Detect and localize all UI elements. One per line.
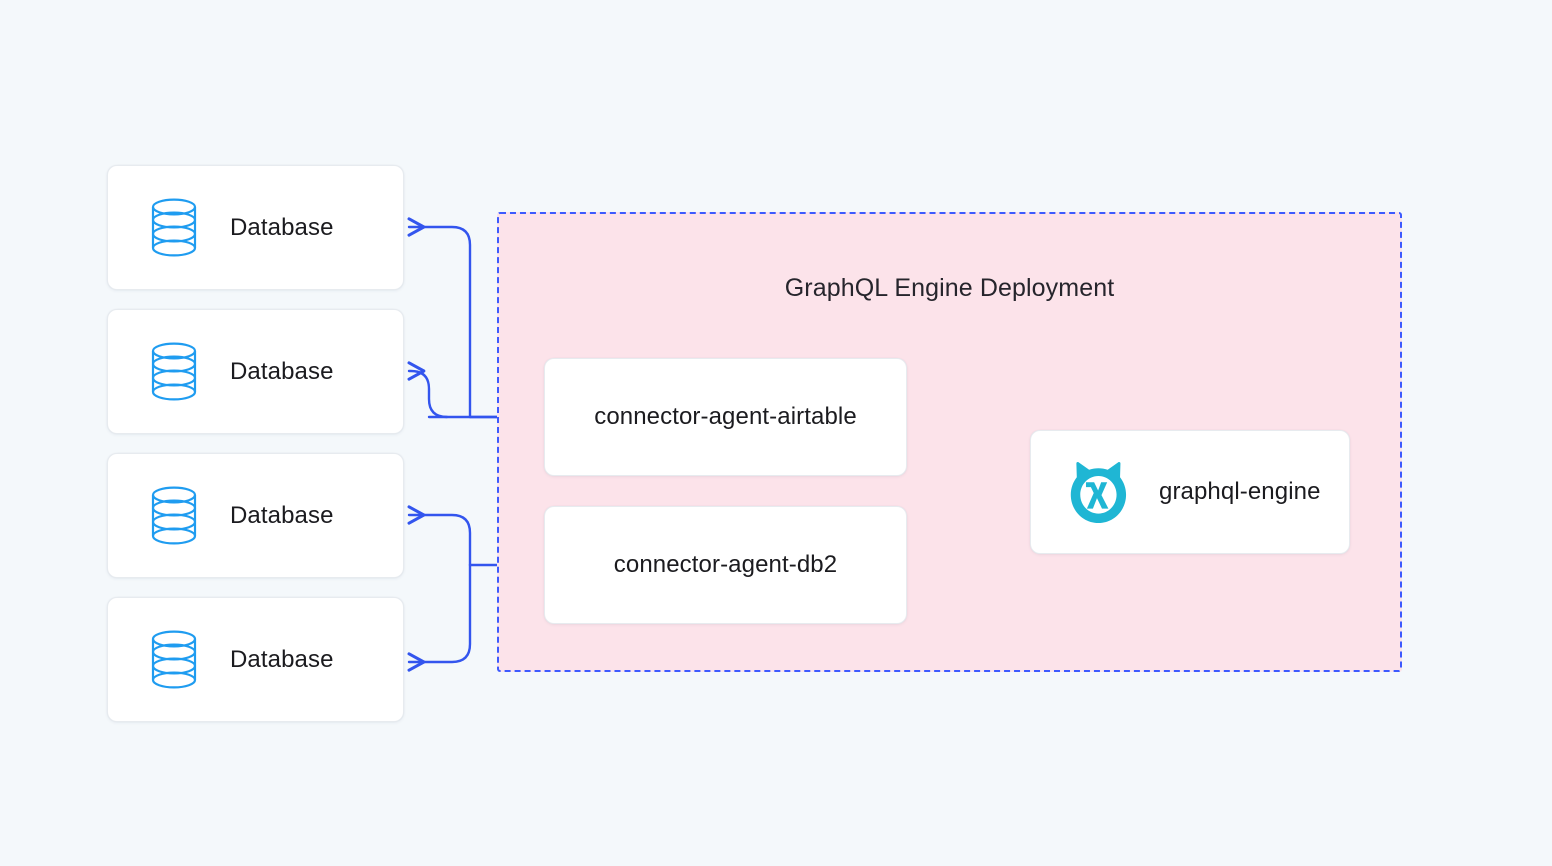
- hasura-logo-icon: [1070, 462, 1127, 524]
- connector-label: connector-agent-db2: [613, 551, 838, 578]
- database-icon: [151, 629, 197, 688]
- engine-label: graphql-engine: [1159, 478, 1321, 505]
- deployment-title: GraphQL Engine Deployment: [784, 274, 1115, 302]
- database-node-2[interactable]: Database: [107, 309, 404, 434]
- graphql-engine-node[interactable]: graphql-engine: [1030, 430, 1350, 554]
- database-label: Database: [230, 357, 334, 385]
- connector-label: connector-agent-airtable: [594, 403, 857, 430]
- database-icon: [151, 197, 197, 256]
- connector-agent-airtable-node[interactable]: connector-agent-airtable: [544, 358, 907, 476]
- database-node-4[interactable]: Database: [107, 597, 404, 722]
- connector-agent-db2-node[interactable]: connector-agent-db2: [544, 506, 907, 624]
- database-icon: [151, 341, 197, 400]
- database-node-1[interactable]: Database: [107, 165, 404, 290]
- database-icon: [151, 485, 197, 544]
- database-node-3[interactable]: Database: [107, 453, 404, 578]
- database-label: Database: [230, 645, 334, 673]
- database-label: Database: [230, 501, 334, 529]
- database-label: Database: [230, 213, 334, 241]
